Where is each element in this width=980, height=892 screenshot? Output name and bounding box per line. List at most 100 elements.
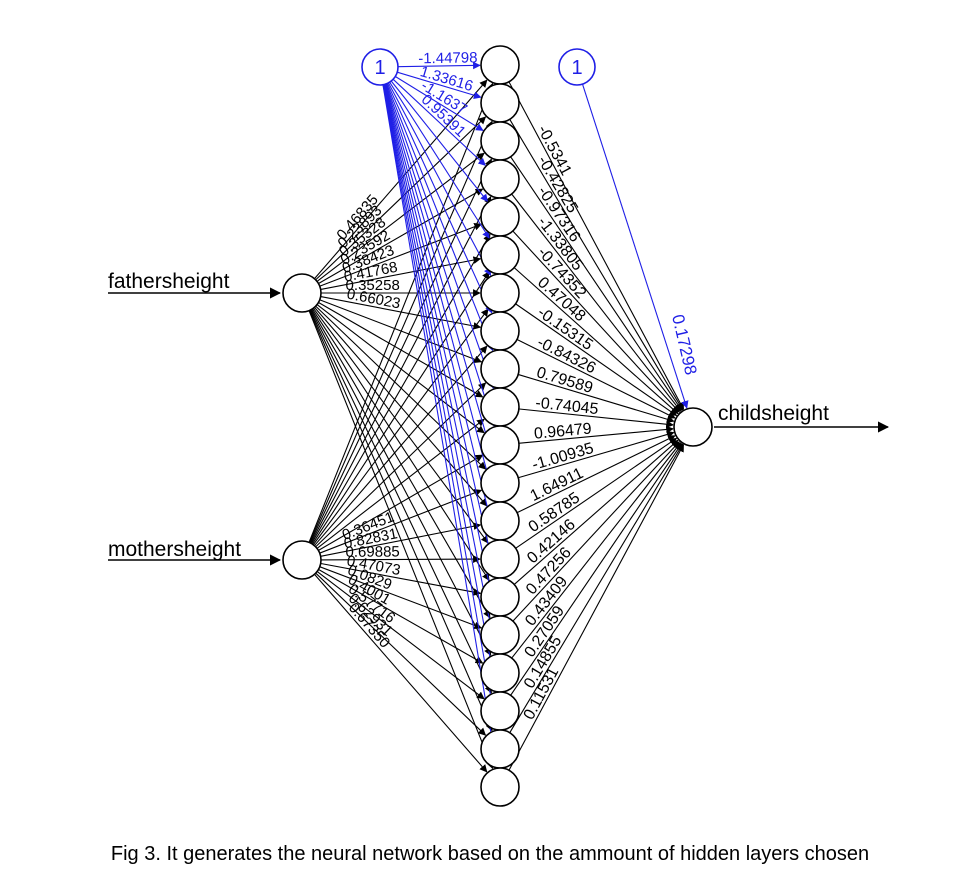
hidden-node-4 — [480, 159, 520, 199]
bias-node-hidden-label: 1 — [374, 57, 385, 79]
input-node-mothersheight — [282, 540, 322, 580]
edge-hidden12-output — [516, 430, 675, 479]
edge-input1-hidden5 — [317, 223, 483, 288]
weight-label-mother-7: 0.69885 — [345, 544, 399, 561]
hidden-node-14 — [480, 539, 520, 579]
figure-caption: Fig 3. It generates the neural network b… — [110, 843, 870, 865]
edge-bias-hidden5 — [390, 80, 488, 202]
edge-input1-hidden2 — [313, 116, 487, 282]
edge-bias-hidden7 — [387, 81, 492, 277]
edge-hidden4-output — [510, 192, 682, 412]
edge-input1-hidden9 — [317, 298, 483, 363]
hidden-node-9 — [480, 349, 520, 389]
edge-bias-hidden11 — [384, 83, 496, 427]
weight-label-output-11: 0.96479 — [533, 420, 592, 442]
edge-bias-hidden15 — [383, 83, 498, 579]
bias-node-output-label: 1 — [571, 57, 582, 79]
edge-input2-hidden10 — [315, 418, 485, 550]
bias-node-hidden — [361, 48, 399, 86]
edge-bias-hidden2 — [396, 71, 482, 99]
edge-input2-hidden5 — [310, 233, 491, 546]
edge-bias-hidden13 — [383, 83, 497, 503]
bias-node-output — [558, 48, 596, 86]
edge-bias-hidden12 — [384, 83, 497, 465]
edge-hidden1-output — [507, 79, 685, 411]
edge-input2-hidden19 — [313, 571, 487, 736]
hidden-node-7 — [480, 273, 520, 313]
edge-input2-hidden7 — [311, 308, 489, 547]
edge-input1-hidden14 — [311, 306, 489, 544]
output-label-childsheight: childsheight — [718, 402, 829, 425]
edge-input2-hidden2 — [308, 120, 493, 545]
edge-input2-hidden16 — [317, 565, 483, 630]
edge-bias-hidden16 — [382, 83, 499, 617]
edge-input1-hidden17 — [309, 307, 492, 656]
edge-bias-hidden14 — [383, 83, 498, 541]
edge-input2-hidden9 — [313, 382, 487, 549]
input-label-mothersheight: mothersheight — [108, 538, 241, 561]
edge-input1-hidden15 — [310, 307, 490, 581]
hidden-node-8 — [480, 311, 520, 351]
edge-bias-hidden18 — [382, 83, 499, 693]
edge-input2-hidden18 — [315, 569, 485, 700]
edge-input2-hidden15 — [318, 562, 482, 596]
edge-input1-hidden6 — [318, 256, 482, 291]
edge-input2-hidden3 — [308, 158, 492, 545]
edge-bias-output — [581, 83, 689, 409]
hidden-node-12 — [480, 463, 520, 503]
weight-label-output-12: -1.00935 — [530, 440, 595, 474]
weight-label-bias-hidden-1: -1.44798 — [418, 49, 477, 67]
edge-bias-hidden8 — [386, 82, 493, 314]
output-node-childsheight — [673, 407, 713, 447]
edge-hidden3-output — [509, 154, 683, 412]
edge-input1-hidden16 — [310, 307, 491, 619]
hidden-node-13 — [480, 501, 520, 541]
edge-hidden18-output — [509, 442, 683, 698]
edge-bias-hidden17 — [382, 83, 499, 655]
edge-hidden10-output — [516, 408, 674, 429]
edge-bias-hidden4 — [392, 78, 486, 166]
edge-bias-hidden1 — [397, 61, 481, 70]
edge-input1-hidden19 — [308, 308, 493, 732]
edge-hidden17-output — [510, 442, 682, 660]
edge-bias-hidden10 — [385, 82, 495, 389]
weight-label-output-10: -0.74045 — [535, 395, 600, 418]
connections — [307, 61, 689, 773]
hidden-node-1 — [480, 45, 520, 85]
edge-bias-hidden19 — [382, 83, 500, 731]
edge-input1-hidden4 — [316, 188, 484, 285]
hidden-node-19 — [480, 729, 520, 769]
edge-input2-hidden8 — [312, 345, 488, 548]
edge-bias-hidden20 — [382, 83, 500, 769]
edge-input1-hidden18 — [308, 308, 492, 694]
edge-input2-hidden17 — [316, 567, 484, 664]
edge-input2-hidden13 — [318, 522, 482, 558]
edge-input2-hidden14 — [319, 555, 481, 563]
hidden-node-3 — [480, 121, 520, 161]
edge-input2-hidden20 — [312, 572, 488, 773]
output-bias-weight-label: 0.17298 — [668, 313, 700, 377]
hidden-node-15 — [480, 577, 520, 617]
hidden-node-16 — [480, 615, 520, 655]
hidden-node-2 — [480, 83, 520, 123]
edge-input2-hidden6 — [310, 271, 490, 546]
edge-bias-hidden3 — [394, 75, 484, 131]
edge-hidden9-output — [516, 373, 675, 423]
edge-input2-hidden1 — [307, 82, 494, 545]
edge-hidden15-output — [512, 439, 679, 587]
edge-hidden13-output — [515, 435, 676, 515]
edge-input2-hidden4 — [309, 196, 492, 546]
edge-input1-hidden13 — [312, 305, 488, 507]
hidden-node-18 — [480, 691, 520, 731]
weight-label-father-7: 0.35258 — [346, 277, 400, 294]
edge-hidden11-output — [516, 425, 674, 444]
edge-input1-hidden10 — [316, 301, 484, 398]
edge-hidden5-output — [511, 229, 680, 413]
edge-hidden16-output — [511, 441, 680, 623]
input-label-fathersheight: fathersheight — [108, 270, 230, 293]
edge-input1-hidden20 — [307, 308, 494, 770]
input-node-fathersheight — [282, 273, 322, 313]
edge-hidden2-output — [508, 117, 684, 411]
edge-hidden14-output — [513, 437, 678, 550]
